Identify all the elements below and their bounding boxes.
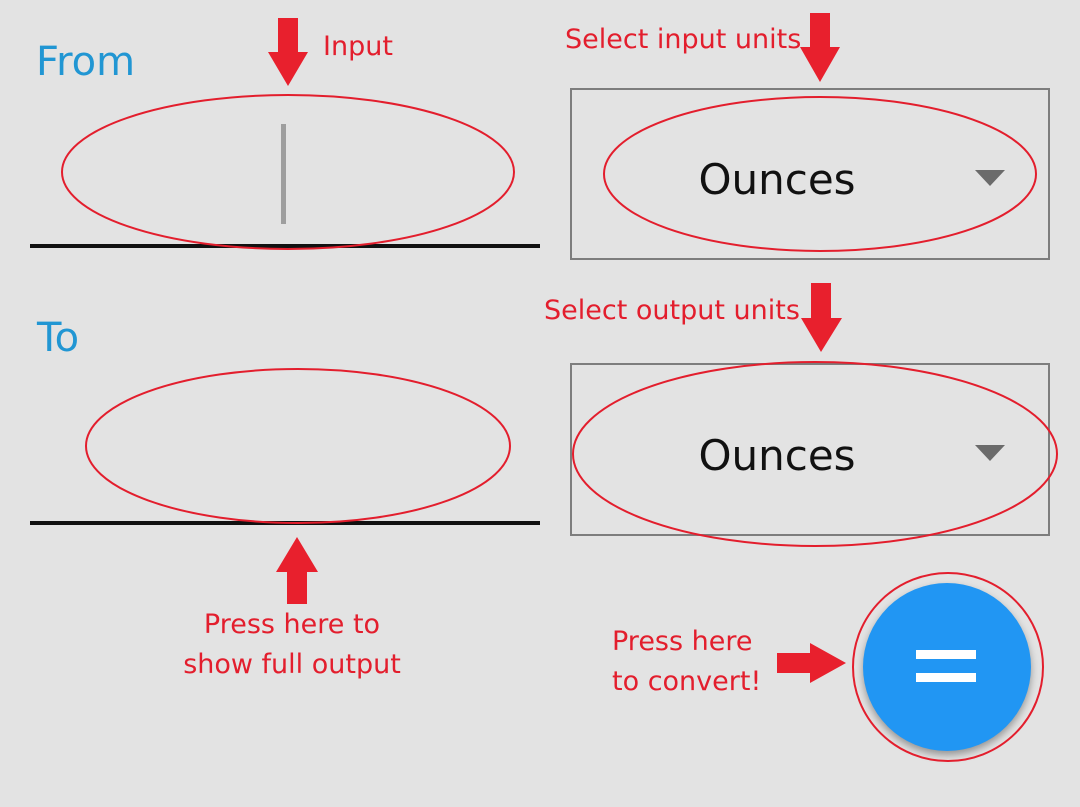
show-output-annotation-line1: Press here to (203, 609, 381, 640)
convert-annotation-line1: Press here (612, 626, 753, 657)
input-unit-dropdown[interactable]: Ounces (570, 88, 1050, 260)
select-input-units-annotation: Select input units (565, 24, 802, 55)
convert-annotation-line2: to convert! (612, 666, 762, 697)
convert-arrow-icon (777, 643, 846, 683)
input-units-arrow-icon (800, 13, 840, 82)
show-output-annotation-line2: show full output (183, 649, 401, 680)
equals-icon-lower-bar (916, 673, 976, 682)
equals-icon (916, 650, 976, 659)
from-input[interactable] (30, 100, 540, 250)
output-units-arrow-icon (801, 283, 842, 352)
input-unit-dropdown-arrow-icon (975, 170, 1005, 186)
input-unit-value: Ounces (698, 155, 856, 204)
convert-highlight-ellipse (852, 572, 1044, 762)
input-annotation: Input (323, 31, 393, 62)
input-units-highlight-ellipse (603, 96, 1037, 252)
to-label: To (37, 315, 80, 361)
convert-button[interactable] (863, 583, 1031, 751)
output-unit-dropdown[interactable]: Ounces (570, 363, 1050, 536)
output-units-highlight-ellipse (572, 361, 1058, 547)
output-arrow-icon (276, 537, 318, 604)
from-label: From (36, 39, 136, 85)
output-unit-dropdown-arrow-icon (975, 445, 1005, 461)
input-highlight-ellipse (61, 94, 515, 250)
output-highlight-ellipse (85, 368, 511, 524)
from-input-underline (30, 244, 540, 248)
output-unit-value: Ounces (698, 431, 856, 480)
select-output-units-annotation: Select output units (544, 295, 800, 326)
input-arrow-icon (268, 18, 308, 86)
text-cursor (281, 124, 286, 224)
